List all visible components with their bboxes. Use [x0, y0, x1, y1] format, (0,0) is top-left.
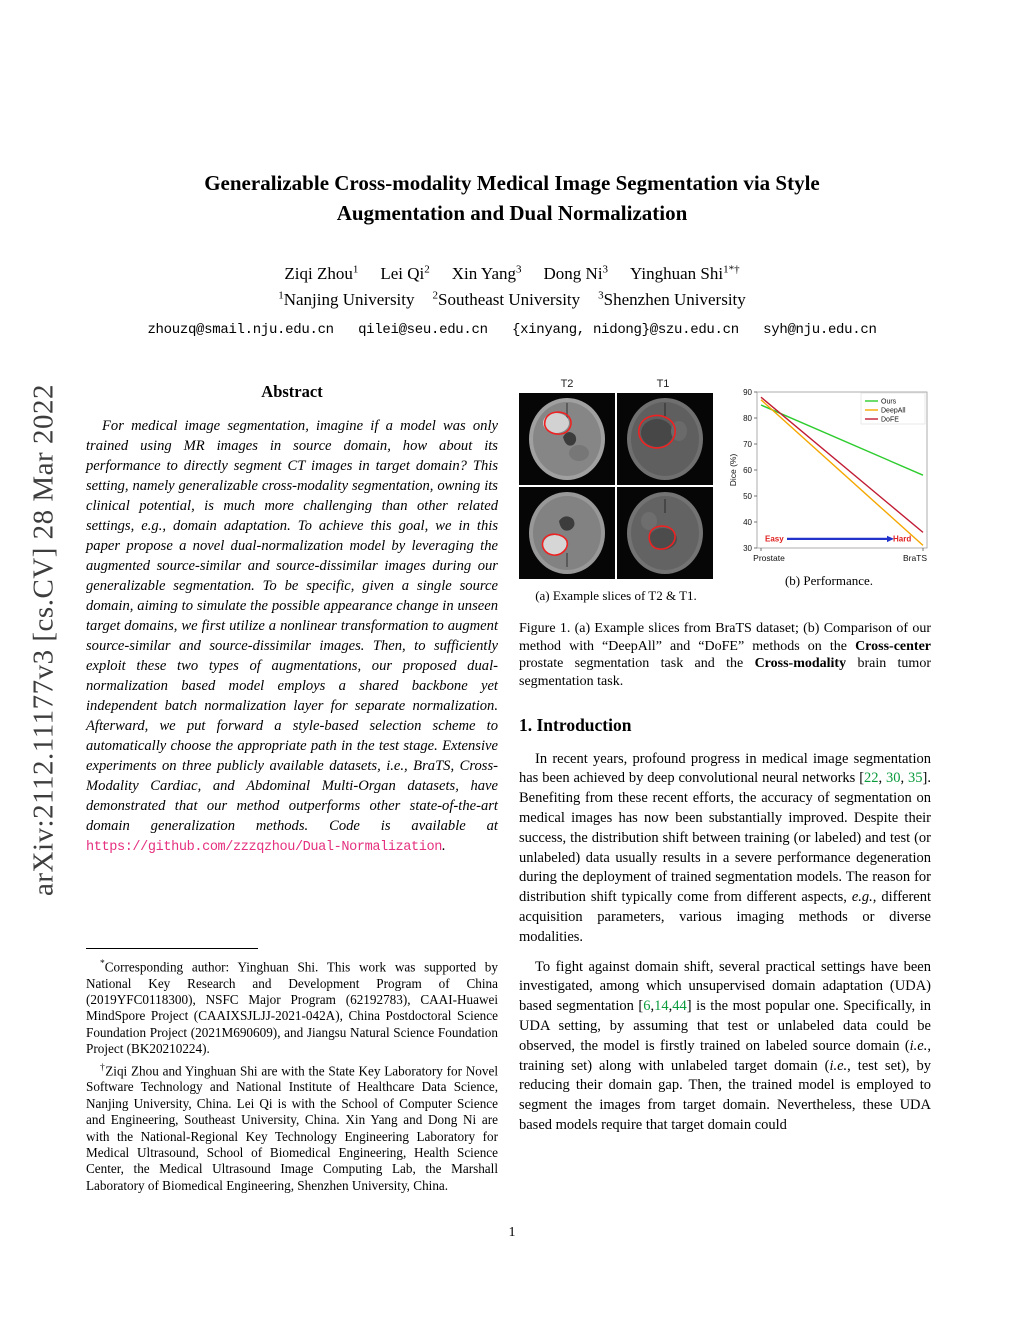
text-segment: e.g. [851, 889, 873, 906]
intro-paragraph-2: To fight against domain shift, several p… [519, 958, 931, 1136]
svg-text:80: 80 [743, 414, 752, 423]
page-number: 1 [508, 1225, 516, 1240]
mri-slice-t1-bottom [617, 487, 713, 580]
emails-line: zhouzq@smail.nju.edu.cn qilei@seu.edu.cn… [147, 322, 877, 339]
affiliations-line: 1Nanjing University 2Southeast University… [0, 290, 1024, 311]
author-name: Ziqi Zhou1 [284, 262, 359, 283]
modality-label-t1: T1 [656, 378, 670, 391]
text-segment: prostate segmentation task and the [519, 656, 755, 672]
text-segment: , [900, 770, 909, 787]
text-segment: brain tumor segmentation task. [519, 656, 931, 689]
affiliation: 3Shenzhen University [598, 289, 746, 310]
citation-link[interactable]: 14 [654, 998, 669, 1015]
author-name: Dong Ni3 [543, 262, 609, 283]
text-segment: † [100, 1062, 106, 1073]
modality-labels: T2 T1 [519, 378, 713, 390]
mri-slice-t2-bottom [519, 487, 615, 580]
author-name: Xin Yang3 [451, 262, 522, 283]
text-segment: To fight against domain shift, several p… [519, 958, 931, 1015]
authors-line: Ziqi Zhou1 Lei Qi2 Xin Yang3 Dong Ni3 Yinghu… [0, 263, 1024, 284]
svg-text:90: 90 [743, 388, 752, 397]
abstract-heading: Abstract [261, 382, 323, 402]
mri-slice-t2-top [519, 393, 615, 486]
svg-text:70: 70 [743, 440, 752, 449]
text-segment: i.e. [909, 1037, 928, 1054]
paper-header: Generalizable Cross-modality Medical Ima… [0, 0, 1024, 338]
text-segment: , test set), by reducing their domain ga… [519, 1057, 931, 1133]
author-name: Yinghuan Shi1*† [630, 262, 740, 283]
author-name: Lei Qi2 [380, 262, 430, 283]
abstract-text: For medical image segmentation, imagine … [86, 416, 498, 858]
mri-slice-t1-top [617, 393, 713, 486]
text-segment: , different acquisition parameters, vari… [519, 889, 932, 945]
right-column: T2 T1 [519, 378, 931, 1196]
svg-text:Easy: Easy [765, 535, 784, 544]
two-column-body: Abstract For medical image segmentation,… [0, 378, 1024, 1196]
text-segment: Ziqi Zhou and Yinghuan Shi are with the … [86, 1062, 499, 1193]
figure-1a-mri-panel: T2 T1 [519, 378, 713, 604]
footnote-corresponding-author: *Corresponding author: Yinghuan Shi. Thi… [86, 956, 498, 1058]
text-segment: i.e. [829, 1057, 848, 1074]
text-segment: Figure 1. (a) Example slices from BraTS … [519, 621, 931, 654]
text-segment: , [650, 998, 655, 1015]
subcaption-b: (b) Performance. [784, 573, 874, 589]
figure-1: T2 T1 [519, 378, 931, 690]
affiliation: 1Nanjing University [278, 289, 415, 310]
text-segment: * [100, 958, 105, 969]
mri-grid [519, 393, 713, 580]
text-segment: , [668, 998, 673, 1015]
text-segment: For medical image segmentation, imagine … [86, 418, 498, 835]
citation-link[interactable]: 35 [908, 770, 923, 787]
arxiv-stamp: arXiv:2112.11177v3 [cs.CV] 28 Mar 2022 [27, 384, 60, 896]
modality-label-t2: T2 [560, 378, 574, 391]
text-segment: In recent years, profound progress in me… [519, 750, 931, 787]
text-segment: , training set) along with unlabeled tar… [519, 1037, 931, 1074]
svg-text:DoFE: DoFE [881, 417, 899, 424]
citation-link[interactable]: 22 [864, 770, 879, 787]
footnote-author-affiliations: †Ziqi Zhou and Yinghuan Shi are with the… [86, 1060, 498, 1195]
text-segment: ]. Benefiting from these recent efforts,… [519, 770, 932, 906]
svg-text:40: 40 [743, 518, 752, 527]
svg-text:Prostate: Prostate [753, 553, 785, 563]
subcaption-a: (a) Example slices of T2 & T1. [535, 588, 697, 604]
footnote-rule [86, 947, 258, 949]
svg-text:Ours: Ours [881, 399, 897, 406]
intro-paragraph-1: In recent years, profound progress in me… [519, 750, 931, 948]
svg-text:DeepAll: DeepAll [881, 408, 906, 415]
svg-text:30: 30 [743, 544, 752, 553]
svg-text:50: 50 [743, 492, 752, 501]
paper-title: Generalizable Cross-modality Medical Ima… [204, 171, 820, 226]
left-column: Abstract For medical image segmentation,… [86, 378, 498, 1196]
text-segment: , [878, 770, 887, 787]
figure-1-row: T2 T1 [519, 378, 931, 604]
text-segment: Corresponding author: Yinghuan Shi. This… [86, 959, 498, 1057]
code-repo-link[interactable]: https://github.com/zzzqzhou/Dual-Normali… [86, 840, 442, 856]
text-segment: . [442, 838, 446, 855]
text-segment: Cross-modality [754, 656, 847, 672]
text-segment: Cross-center [855, 638, 931, 654]
figure-1-caption: Figure 1. (a) Example slices from BraTS … [519, 620, 931, 690]
citation-link[interactable]: 6 [643, 998, 651, 1015]
text-segment: ] is the most popular one. Specifically,… [519, 998, 931, 1054]
svg-text:Hard: Hard [893, 535, 911, 544]
footnotes-block: *Corresponding author: Yinghuan Shi. Thi… [86, 947, 498, 1196]
affiliation: 2Southeast University [432, 289, 581, 310]
svg-text:BraTS: BraTS [903, 553, 927, 563]
citation-link[interactable]: 44 [672, 998, 687, 1015]
svg-text:60: 60 [743, 466, 752, 475]
svg-text:Dice (%): Dice (%) [728, 454, 738, 487]
section-heading-introduction: 1. Introduction [519, 714, 632, 735]
citation-link[interactable]: 30 [886, 770, 901, 787]
